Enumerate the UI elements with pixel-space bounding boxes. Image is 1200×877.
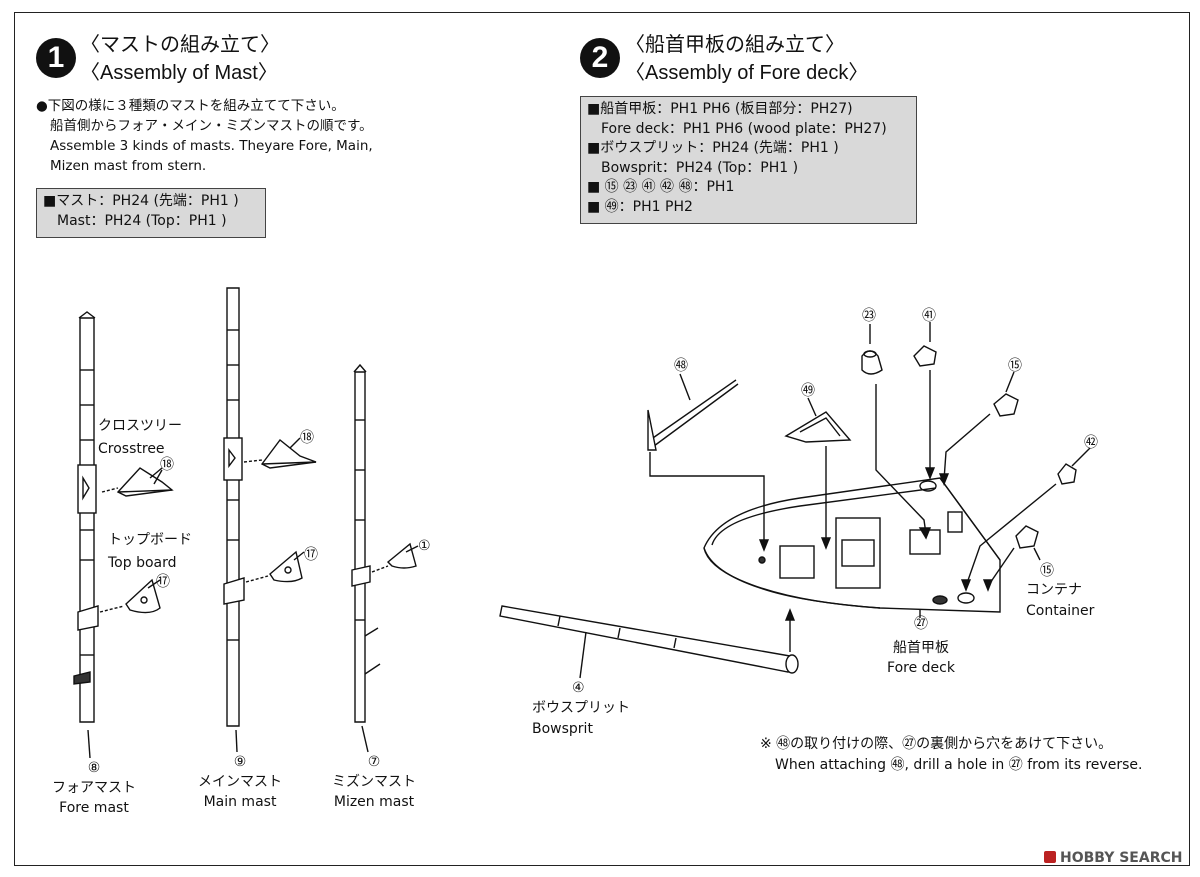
step2-note: ※ ㊽の取り付けの際、㉗の裏側から穴をあけて下さい。 When attachin…	[760, 734, 1142, 775]
callout-49: ㊾	[801, 383, 815, 399]
crosstree-part-main	[260, 439, 317, 469]
main-mast-number: ⑨	[233, 754, 247, 770]
watermark: HOBBY SEARCH	[1044, 850, 1182, 866]
step1-number-badge: 1	[36, 38, 76, 78]
crosstree-label-en: Crosstree	[98, 441, 165, 457]
step1-title-jp: 〈マストの組み立て〉	[80, 34, 280, 56]
step1-note-line: ●下図の様に３種類のマストを組み立てて下さい。	[36, 98, 345, 114]
crosstree-part-fore	[116, 467, 174, 497]
step1-note-line: Mizen mast from stern.	[50, 158, 207, 174]
step2-parts-line: ■ ⑮ ㉓ ㊶ ㊷ ㊽：PH1	[587, 179, 735, 195]
part-23	[861, 350, 883, 375]
callout-1-mizen: ①	[418, 538, 431, 554]
bowsprit-label-en: Bowsprit	[532, 721, 593, 737]
part-15-top	[993, 393, 1019, 417]
container-label-en: Container	[1026, 603, 1095, 619]
callout-18-main: ⑱	[300, 430, 314, 446]
part-41	[913, 345, 937, 367]
topboard-label-en: Top board	[108, 555, 177, 571]
callout-42: ㊷	[1084, 435, 1098, 451]
fore-mast-label: ⑧ フォアマスト Fore mast	[50, 758, 138, 818]
fore-deck-number: ㉗	[914, 616, 928, 632]
step1-parts-line: Mast：PH24 (Top：PH1 )	[57, 212, 227, 229]
topboard-part-fore	[125, 578, 161, 614]
step2-parts-line: ■船首甲板：PH1 PH6 (板目部分：PH27)	[587, 101, 853, 117]
mizen-mast-label-en: Mizen mast	[333, 794, 415, 810]
step2-title-jp: 〈船首甲板の組み立て〉	[625, 34, 845, 56]
mizen-mast-drawing	[351, 363, 381, 723]
step2-title-en: 〈Assembly of Fore deck〉	[625, 62, 869, 84]
step1-note: ●下図の様に３種類のマストを組み立てて下さい。 船首側からフォア・メイン・ミズン…	[36, 96, 373, 176]
callout-15-container: ⑮	[1040, 563, 1054, 579]
watermark-text: HOBBY SEARCH	[1060, 850, 1183, 866]
crosstree-label-jp: クロスツリー	[98, 418, 182, 434]
callout-23: ㉓	[862, 308, 876, 324]
fore-mast-label-en: Fore mast	[59, 800, 129, 816]
fore-deck-drawing	[703, 477, 1001, 613]
step1-parts-line: ■マスト：PH24 (先端：PH1 )	[43, 193, 239, 209]
bowsprit-label: ④ ボウスプリット Bowsprit	[532, 678, 630, 739]
step1-parts-box: ■マスト：PH24 (先端：PH1 ) Mast：PH24 (Top：PH1 )	[36, 188, 266, 238]
part-49	[784, 411, 852, 443]
topboard-label-jp: トップボード	[108, 532, 192, 548]
crosstree-label: クロスツリー Crosstree	[98, 416, 182, 459]
main-mast-label-jp: メインマスト	[198, 774, 282, 790]
bowsprit-drawing	[499, 605, 799, 674]
step1-note-line: Assemble 3 kinds of masts. Theyare Fore,…	[50, 138, 373, 154]
callout-17-fore: ⑰	[156, 574, 170, 590]
callout-15-top: ⑮	[1008, 358, 1022, 374]
step2-parts-line: Bowsprit：PH24 (Top：PH1 )	[601, 159, 799, 176]
fore-mast-drawing	[73, 311, 99, 723]
callout-18-fore: ⑱	[160, 457, 174, 473]
main-mast-label: ⑨ メインマスト Main mast	[196, 752, 284, 812]
step1-note-line: 船首側からフォア・メイン・ミズンマストの順です。	[50, 118, 373, 134]
page-frame	[14, 12, 1190, 866]
mizen-mast-label: ⑦ ミズンマスト Mizen mast	[326, 752, 422, 812]
bowsprit-label-jp: ボウスプリット	[532, 700, 630, 716]
topboard-label: トップボード Top board	[108, 530, 192, 573]
top-part-mizen	[386, 542, 417, 569]
fore-mast-number: ⑧	[87, 760, 101, 776]
main-mast-label-en: Main mast	[203, 794, 277, 810]
step1-title-en: 〈Assembly of Mast〉	[80, 62, 278, 84]
step2-note-en: When attaching ㊽, drill a hole in ㉗ from…	[775, 757, 1143, 773]
fore-mast-label-jp: フォアマスト	[52, 780, 136, 796]
main-mast-drawing	[223, 287, 245, 727]
part-15-container	[1015, 525, 1039, 549]
part-48-rod	[649, 379, 739, 447]
part-42	[1057, 463, 1077, 485]
mizen-mast-label-jp: ミズンマスト	[332, 774, 416, 790]
callout-48: ㊽	[674, 358, 688, 374]
callout-17-main: ⑰	[304, 547, 318, 563]
mizen-mast-number: ⑦	[367, 754, 381, 770]
fore-deck-label: ㉗ 船首甲板 Fore deck	[878, 614, 964, 678]
fore-deck-label-jp: 船首甲板	[893, 640, 949, 656]
topboard-part-main	[269, 550, 303, 583]
container-label-jp: コンテナ	[1026, 582, 1082, 598]
step2-number-badge: 2	[580, 38, 620, 78]
container-label: コンテナ Container	[1026, 580, 1094, 621]
callout-41: ㊶	[922, 308, 936, 324]
watermark-logo-icon	[1044, 851, 1056, 863]
step2-parts-line: Fore deck：PH1 PH6 (wood plate：PH27)	[601, 120, 887, 137]
step2-parts-line: ■ ㊾：PH1 PH2	[587, 198, 693, 215]
step2-parts-box: ■船首甲板：PH1 PH6 (板目部分：PH27) Fore deck：PH1 …	[580, 96, 917, 224]
bowsprit-number: ④	[572, 680, 585, 696]
step2-parts-line: ■ボウスプリット：PH24 (先端：PH1 )	[587, 140, 839, 156]
step2-note-jp: ※ ㊽の取り付けの際、㉗の裏側から穴をあけて下さい。	[760, 736, 1113, 752]
fore-deck-label-en: Fore deck	[887, 660, 955, 676]
